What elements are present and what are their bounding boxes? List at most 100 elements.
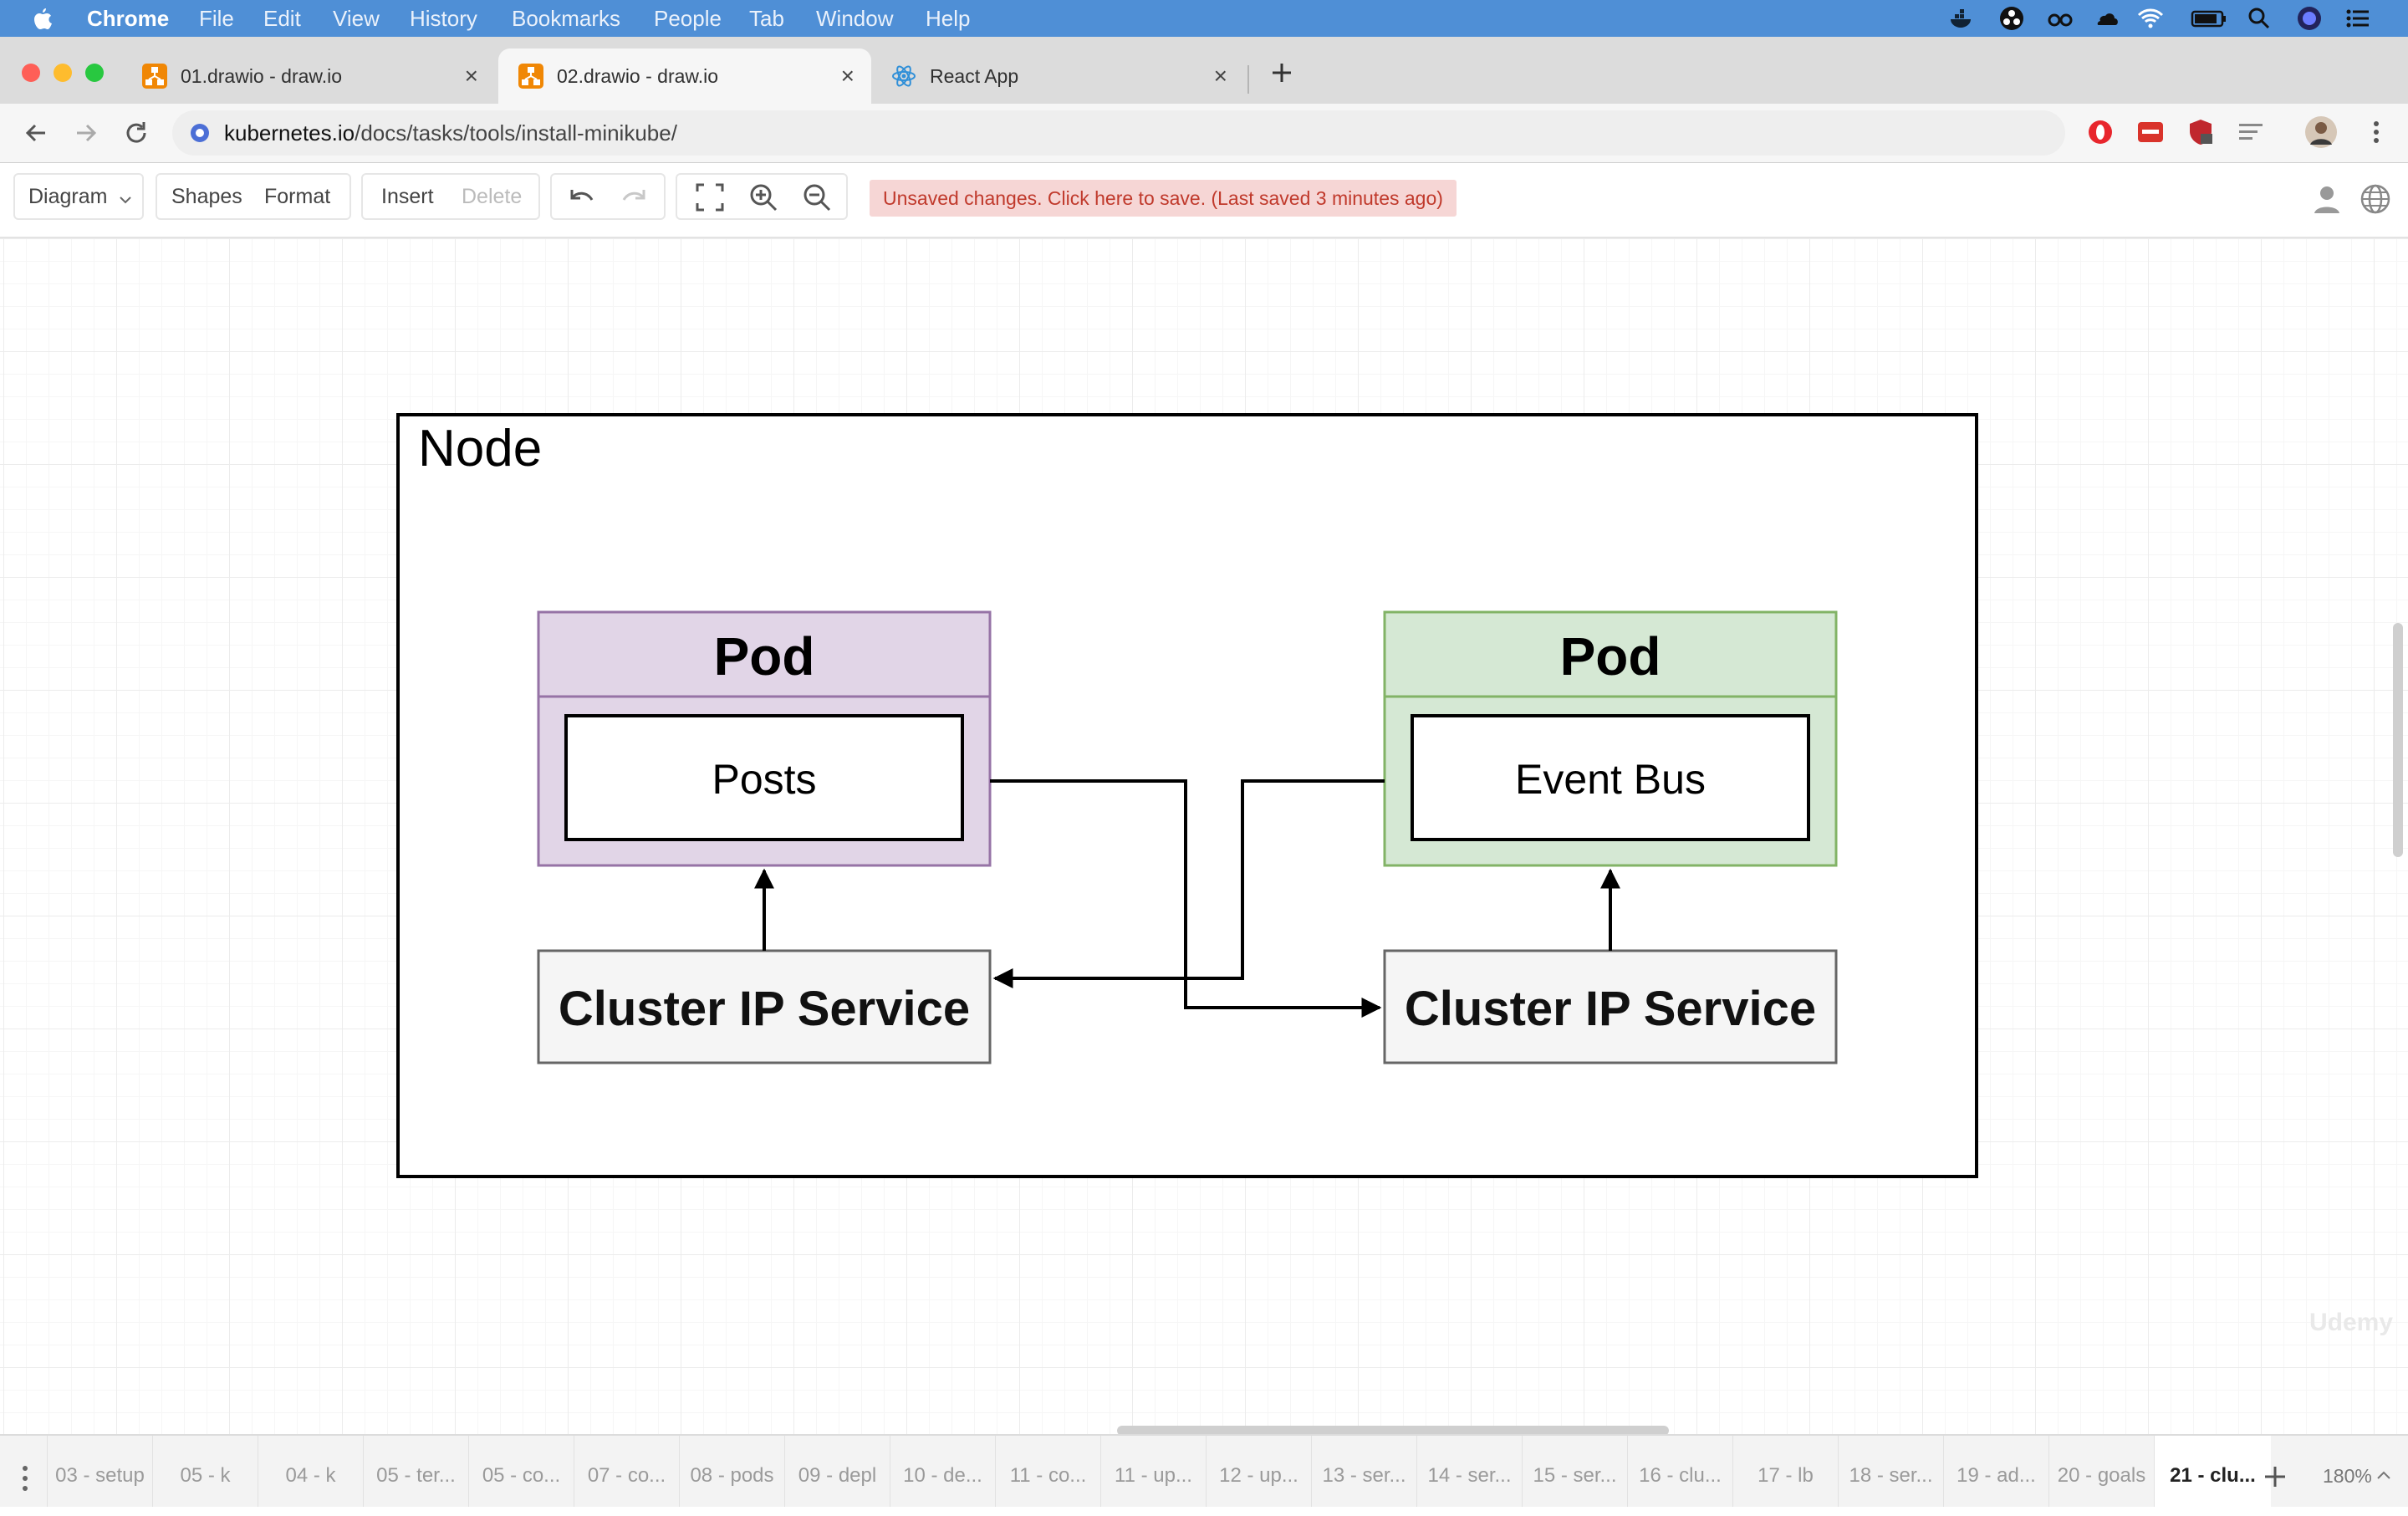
arrow-event-bus-to-posts-service[interactable] — [992, 779, 1385, 988]
menu-view[interactable]: View — [333, 6, 380, 31]
redo-icon[interactable] — [617, 180, 652, 215]
page-tab[interactable]: 16 - clu... — [1627, 1436, 1732, 1507]
page-tab[interactable]: 12 - up... — [1206, 1436, 1311, 1507]
zoom-out-icon[interactable] — [799, 180, 834, 215]
glasses-icon[interactable] — [2047, 5, 2074, 32]
cluster-ip-service-event-bus[interactable]: Cluster IP Service — [1383, 949, 1838, 1064]
window-minimize-button[interactable] — [54, 64, 72, 82]
service-box[interactable] — [1383, 949, 1838, 1064]
vertical-scrollbar[interactable] — [2393, 623, 2403, 857]
cloud-icon[interactable] — [2094, 5, 2120, 32]
opera-extension-icon[interactable] — [2085, 117, 2115, 147]
tab-01-drawio[interactable]: 01.drawio - draw.io × — [122, 48, 495, 104]
page-tab[interactable]: 11 - up... — [1100, 1436, 1206, 1507]
format-panel-group — [156, 173, 351, 220]
service-box[interactable] — [537, 949, 992, 1064]
pod-posts[interactable]: Pod Posts — [537, 610, 992, 867]
obs-icon[interactable] — [1998, 5, 2025, 32]
page-tab[interactable]: 13 - ser... — [1311, 1436, 1416, 1507]
list-extension-icon[interactable] — [2236, 117, 2266, 147]
diagram-canvas[interactable]: Node Pod Posts Pod Event Bus Cluster IP … — [0, 238, 2408, 1434]
forward-arrow-icon[interactable] — [69, 115, 104, 151]
page-tab[interactable]: 03 - setup — [47, 1436, 152, 1507]
page-tab[interactable]: 10 - de... — [890, 1436, 995, 1507]
cluster-ip-service-posts[interactable]: Cluster IP Service — [537, 949, 992, 1064]
menu-app-name[interactable]: Chrome — [87, 6, 170, 31]
arrow-posts-to-event-bus-service[interactable] — [990, 779, 1382, 1018]
menu-tab[interactable]: Tab — [749, 6, 784, 31]
pod-event-bus[interactable]: Pod Event Bus — [1383, 610, 1838, 867]
chevron-up-icon[interactable] — [2376, 1469, 2391, 1481]
new-tab-icon[interactable] — [1269, 60, 1294, 85]
page-tab[interactable]: 18 - ser... — [1838, 1436, 1943, 1507]
window-zoom-button[interactable] — [85, 64, 104, 82]
page-tab[interactable]: 08 - pods — [679, 1436, 784, 1507]
window-close-button[interactable] — [22, 64, 40, 82]
page-tab[interactable]: 14 - ser... — [1416, 1436, 1522, 1507]
pages-menu-icon[interactable] — [20, 1464, 30, 1493]
page-tab[interactable]: 05 - co... — [468, 1436, 574, 1507]
spotlight-search-icon[interactable] — [2246, 5, 2273, 32]
url-domain: kubernetes.io — [224, 120, 355, 145]
menu-bookmarks[interactable]: Bookmarks — [512, 6, 621, 31]
profile-avatar[interactable] — [2304, 115, 2338, 149]
menu-window[interactable]: Window — [816, 6, 894, 31]
docker-icon[interactable] — [1948, 5, 1975, 32]
service-label: Cluster IP Service — [1405, 982, 1816, 1036]
reload-icon[interactable] — [119, 115, 154, 151]
diagram-menu-button[interactable]: Diagram — [28, 185, 108, 208]
add-page-icon[interactable] — [2263, 1464, 2288, 1489]
tab-title: React App — [930, 65, 1019, 87]
tab-react-app[interactable]: React App × — [871, 48, 1244, 104]
format-button[interactable]: Format — [264, 185, 331, 208]
service-label: Cluster IP Service — [559, 982, 970, 1036]
back-arrow-icon[interactable] — [18, 115, 54, 151]
menu-help[interactable]: Help — [926, 6, 971, 31]
shapes-button[interactable]: Shapes — [171, 185, 242, 208]
site-info-icon[interactable] — [187, 120, 212, 145]
chrome-menu-icon[interactable] — [2361, 117, 2391, 147]
language-globe-icon[interactable] — [2358, 181, 2393, 217]
horizontal-scrollbar[interactable] — [1117, 1426, 1669, 1434]
chevron-down-icon[interactable] — [119, 195, 132, 205]
fit-page-icon[interactable] — [692, 180, 727, 215]
menu-file[interactable]: File — [199, 6, 234, 31]
siri-icon[interactable] — [2296, 5, 2323, 32]
page-tab[interactable]: 15 - ser... — [1522, 1436, 1627, 1507]
apple-icon[interactable] — [32, 7, 54, 32]
tab-02-drawio[interactable]: 02.drawio - draw.io × — [498, 48, 871, 104]
zoom-level[interactable]: 180% — [2323, 1465, 2372, 1487]
menu-history[interactable]: History — [410, 6, 477, 31]
address-bar[interactable]: kubernetes.io/docs/tasks/tools/install-m… — [172, 110, 2065, 156]
delete-button[interactable]: Delete — [462, 185, 523, 208]
close-tab-icon[interactable]: × — [840, 63, 855, 89]
page-tab[interactable]: 05 - ter... — [363, 1436, 468, 1507]
page-tab[interactable]: 09 - depl — [784, 1436, 890, 1507]
page-tab[interactable]: 20 - goals — [2048, 1436, 2154, 1507]
close-tab-icon[interactable]: × — [464, 63, 478, 89]
menu-people[interactable]: People — [654, 6, 722, 31]
page-tab[interactable]: 21 - clu... — [2154, 1436, 2271, 1507]
battery-icon[interactable] — [2191, 5, 2227, 32]
macos-menu-bar: Chrome File Edit View History Bookmarks … — [0, 0, 2408, 37]
page-tab[interactable]: 07 - co... — [574, 1436, 679, 1507]
page-tab[interactable]: 04 - k — [258, 1436, 363, 1507]
wifi-icon[interactable] — [2137, 5, 2164, 32]
container-label: Posts — [712, 756, 816, 803]
close-tab-icon[interactable]: × — [1213, 63, 1227, 89]
container-event-bus[interactable] — [1411, 714, 1810, 841]
notification-center-icon[interactable] — [2344, 5, 2371, 32]
container-posts[interactable] — [564, 714, 964, 841]
unsaved-changes-notice[interactable]: Unsaved changes. Click here to save. (La… — [870, 180, 1457, 217]
user-icon[interactable] — [2309, 181, 2344, 217]
page-tab[interactable]: 05 - k — [152, 1436, 258, 1507]
page-tab[interactable]: 11 - co... — [995, 1436, 1100, 1507]
undo-icon[interactable] — [564, 180, 599, 215]
page-tab[interactable]: 17 - lb — [1732, 1436, 1838, 1507]
shield-extension-icon[interactable] — [2186, 117, 2216, 147]
page-tab[interactable]: 19 - ad... — [1943, 1436, 2048, 1507]
menu-edit[interactable]: Edit — [263, 6, 301, 31]
insert-button[interactable]: Insert — [381, 185, 434, 208]
red-extension-icon[interactable] — [2135, 117, 2166, 147]
zoom-in-icon[interactable] — [746, 180, 781, 215]
